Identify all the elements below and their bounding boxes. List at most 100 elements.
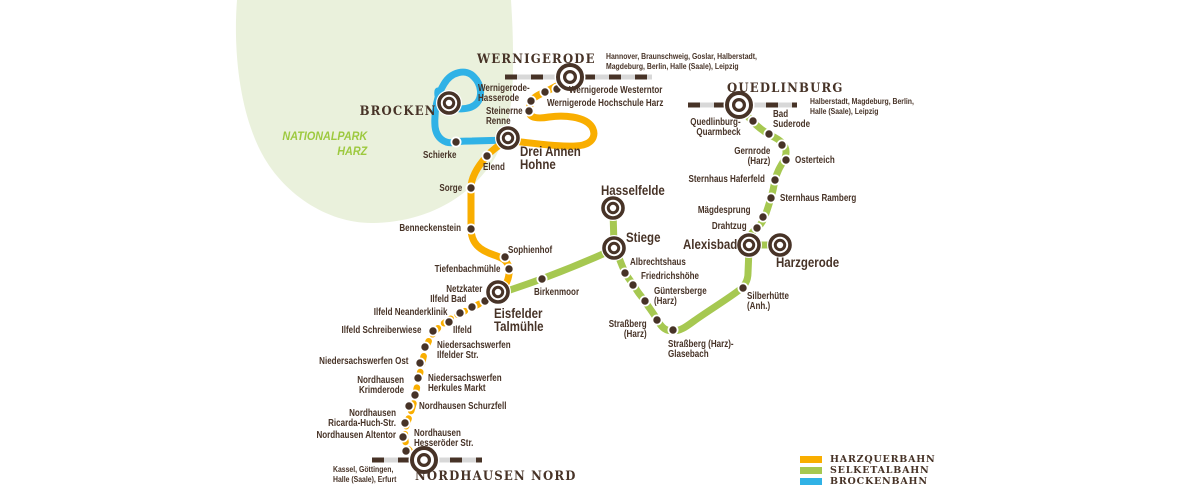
station-dot[interactable] — [757, 211, 769, 223]
legend-label: HARZQUERBAHN — [830, 454, 936, 465]
station-dot[interactable] — [639, 295, 651, 307]
station-label: Sternhaus Haferfeld — [688, 174, 765, 185]
station-label: Niedersachswerfen Ost — [318, 356, 408, 367]
station-dot[interactable] — [751, 222, 763, 234]
station-dot[interactable] — [465, 223, 477, 235]
station-dot[interactable] — [539, 86, 551, 98]
hub-label-hasselfelde: Hasselfelde — [601, 182, 665, 198]
station-label: Birkenmoor — [534, 287, 580, 298]
station-dot[interactable] — [525, 95, 537, 107]
hub-label-nordhausen-nord: NORDHAUSEN NORD — [415, 469, 577, 484]
station-dot[interactable] — [769, 174, 781, 186]
station-label: Mägdesprung — [698, 205, 751, 216]
legend-label: SELKETALBAHN — [830, 465, 930, 476]
legend-row-brockenbahn: BROCKENBAHN — [800, 476, 936, 487]
station-dot[interactable] — [414, 357, 426, 369]
hub-label-stiege: Stiege — [626, 229, 661, 245]
hub-label-harzgerode: Harzgerode — [776, 254, 840, 270]
interchange-marker-center — [773, 238, 787, 252]
railway-line-harzquerbahn-wernigerode — [505, 76, 598, 150]
station-dot[interactable] — [765, 192, 777, 204]
station-dot[interactable] — [427, 325, 439, 337]
interchange-marker-center — [742, 238, 756, 252]
interchange-marker-center — [562, 69, 577, 84]
brockenbahn-color-swatch — [800, 478, 822, 485]
interchange-marker-center — [417, 453, 432, 468]
station-label: Sorge — [439, 183, 462, 194]
station-dot[interactable] — [523, 105, 535, 117]
nordhausen-connections: Kassel, Göttingen,Halle (Saale), Erfurt — [333, 464, 397, 484]
station-label: Nordhausen Altentor — [316, 430, 396, 441]
station-label: Güntersberge(Harz) — [654, 286, 707, 308]
station-dot[interactable] — [419, 341, 431, 353]
station-label: Schierke — [423, 150, 457, 161]
station-label: Ilfeld Bad — [429, 294, 466, 305]
station-label: Sophienhof — [508, 245, 553, 256]
station-dot[interactable] — [737, 282, 749, 294]
legend-label: BROCKENBAHN — [830, 476, 928, 487]
station-label: Silberhütte(Anh.) — [747, 291, 789, 313]
interchange-marker-center — [731, 97, 746, 112]
nationalpark-area — [235, 0, 514, 224]
station-label: Quedlinburg-Quarmbeck — [690, 117, 741, 139]
station-label: Wernigerode Hochschule Harz — [547, 98, 664, 109]
selketalbahn-color-swatch — [800, 467, 822, 474]
wernigerode-connections: Hannover, Braunschweig, Goslar, Halberst… — [606, 51, 757, 71]
station-dot[interactable] — [619, 267, 631, 279]
station-dot[interactable] — [400, 445, 412, 457]
interchange-marker-center — [607, 241, 621, 255]
quedlinburg-connections: Halberstadt, Magdeburg, Berlin,Halle (Sa… — [810, 96, 914, 116]
station-dot[interactable] — [780, 154, 792, 166]
station-dot[interactable] — [503, 263, 515, 275]
station-dot[interactable] — [450, 136, 462, 148]
hub-label-alexisbad: Alexisbad — [683, 236, 738, 252]
legend-row-selketalbahn: SELKETALBAHN — [800, 465, 936, 476]
harzquerbahn-color-swatch — [800, 456, 822, 463]
interchange-marker-center — [442, 96, 456, 110]
station-dot[interactable] — [397, 431, 409, 443]
station-label: Gernrode(Harz) — [733, 146, 770, 168]
station-label: Nordhausen Schurzfell — [419, 401, 507, 412]
station-label: Ilfeld Schreiberwiese — [341, 325, 421, 336]
legend-row-harzquerbahn: HARZQUERBAHN — [800, 454, 936, 465]
station-label: Wernigerode-Hasserode — [478, 83, 530, 105]
station-dot[interactable] — [747, 115, 759, 127]
station-dot[interactable] — [465, 182, 477, 194]
station-dot[interactable] — [399, 417, 411, 429]
station-dot[interactable] — [499, 251, 511, 263]
station-dot[interactable] — [454, 307, 466, 319]
station-dot[interactable] — [443, 316, 455, 328]
station-dot[interactable] — [412, 372, 424, 384]
station-dot[interactable] — [536, 273, 548, 285]
station-label: Netzkater — [445, 284, 482, 295]
hub-label-quedlinburg: QUEDLINBURG — [727, 81, 844, 96]
interchange-marker-center — [491, 285, 505, 299]
interchange-marker-center — [606, 201, 620, 215]
station-dot[interactable] — [409, 389, 421, 401]
station-dot[interactable] — [466, 301, 478, 313]
station-label: Wernigerode Westerntor — [569, 85, 663, 96]
station-dot[interactable] — [667, 324, 679, 336]
station-dot[interactable] — [403, 400, 415, 412]
station-dot[interactable] — [763, 128, 775, 140]
hub-label-wernigerode: WERNIGERODE — [477, 52, 596, 67]
station-dot[interactable] — [776, 139, 788, 151]
station-dot[interactable] — [651, 314, 663, 326]
station-dot[interactable] — [627, 279, 639, 291]
station-label: Drahtzug — [712, 221, 747, 232]
station-label: Ilfeld Neanderklinik — [373, 307, 447, 318]
station-dot[interactable] — [481, 150, 493, 162]
station-label: Ilfeld — [453, 325, 472, 336]
